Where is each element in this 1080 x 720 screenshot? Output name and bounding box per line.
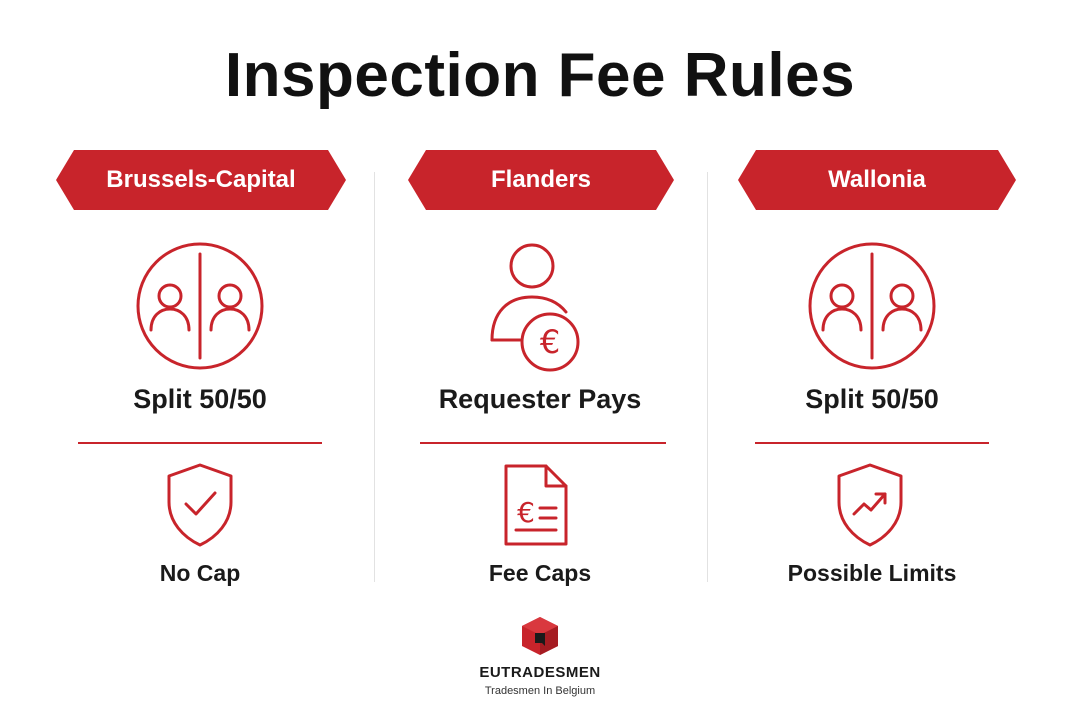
banner-shape [56,150,346,210]
fee-cap-label: Possible Limits [787,560,957,586]
section-divider [420,442,666,444]
cube-logo-icon [522,617,558,655]
banner-shape [738,150,1016,210]
fee-split-label: Split 50/50 [805,384,939,414]
split-people-icon [808,242,936,370]
fee-split-label: Split 50/50 [133,384,267,414]
brand-footer: EUTRADESMEN Tradesmen In Belgium [0,616,1080,697]
section-divider [78,442,322,444]
region-banner: Flanders [408,150,674,210]
region-column-brussels: Brussels-Capital Split 50/50 No Cap [40,150,360,590]
section-divider [755,442,989,444]
brand-tagline: Tradesmen In Belgium [484,685,596,697]
region-column-wallonia: Wallonia Split 50/50 Possible Limits [712,150,1032,590]
region-name: Brussels-Capital [106,166,296,193]
region-column-flanders: Flanders € Requester Pays € Fee Caps [380,150,700,590]
column-divider [707,172,708,582]
region-banner: Brussels-Capital [56,150,346,210]
svg-text:€: € [517,496,535,529]
region-name: Wallonia [828,166,926,193]
region-name: Flanders [490,166,592,193]
fee-cap-label: Fee Caps [488,560,592,586]
person-euro-icon: € [490,243,580,372]
fee-cap-label: No Cap [159,560,241,586]
shield-check-icon [167,463,233,547]
euro-document-icon: € [504,464,568,546]
column-divider [374,172,375,582]
page-title: Inspection Fee Rules [224,41,856,110]
split-people-icon [136,242,264,370]
region-banner: Wallonia [738,150,1016,210]
fee-payer-label: Requester Pays [438,384,642,414]
brand-name: EUTRADESMEN [479,664,601,681]
shield-trend-icon [837,463,903,547]
banner-shape [408,150,674,210]
svg-text:€: € [540,323,560,361]
